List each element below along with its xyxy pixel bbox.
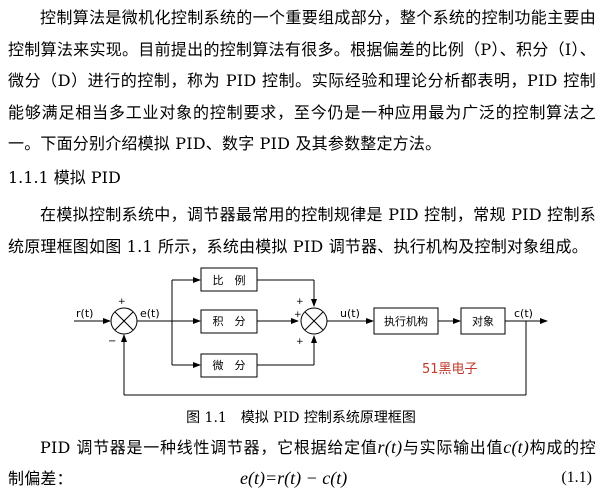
summer1-plus-sign: +: [118, 297, 126, 307]
summer1-minus-sign: −: [108, 336, 116, 347]
figure-caption: 图 1.1 模拟 PID 控制系统原理框图: [186, 410, 416, 426]
p3-text-1: PID 调节器是一种线性调节器，它根据给定值: [40, 438, 378, 457]
pid-definition-paragraph: PID 调节器是一种线性调节器，它根据给定值r(t)与实际输出值c(t)构成的控…: [8, 432, 596, 494]
object-label: 对象: [472, 314, 494, 328]
summer2-plus-top: +: [296, 297, 304, 307]
p3-text-2: 与实际输出值: [402, 438, 504, 457]
derivative-label: 微 分: [213, 358, 246, 372]
u-signal-label: u(t): [340, 307, 360, 320]
equation-number: (1.1): [561, 469, 592, 486]
analog-pid-paragraph: 在模拟控制系统中，调节器最常用的控制规律是 PID 控制，常规 PID 控制系统…: [8, 205, 596, 256]
c-signal-label: c(t): [514, 307, 533, 320]
proportional-label: 比 例: [213, 273, 246, 287]
intro-paragraph: 控制算法是微机化控制系统的一个重要组成部分，整个系统的控制功能主要由控制算法来实…: [8, 8, 596, 153]
e-signal-label: e(t): [140, 307, 160, 320]
equation-body: e(t)=r(t) − c(t): [240, 468, 348, 488]
summer2-plus-bottom: +: [296, 337, 304, 347]
integral-label: 积 分: [213, 315, 246, 328]
pid-block-diagram: r(t) e(t) u(t) c(t) + − + + + 比 例 积 分 微 …: [74, 267, 548, 396]
error-equation: e(t)=r(t) − c(t): [240, 464, 347, 492]
r-signal-label: r(t): [76, 307, 93, 320]
r-of-t: r(t): [377, 437, 403, 457]
p3-text-3: 构成的控制偏差：: [8, 438, 596, 488]
summer2-plus-left: +: [294, 310, 302, 320]
c-of-t: c(t): [503, 437, 530, 457]
section-heading: 1.1.1 模拟 PID: [8, 168, 121, 187]
watermark-text: 51黑电子: [422, 362, 478, 377]
actuator-label: 执行机构: [384, 314, 428, 328]
